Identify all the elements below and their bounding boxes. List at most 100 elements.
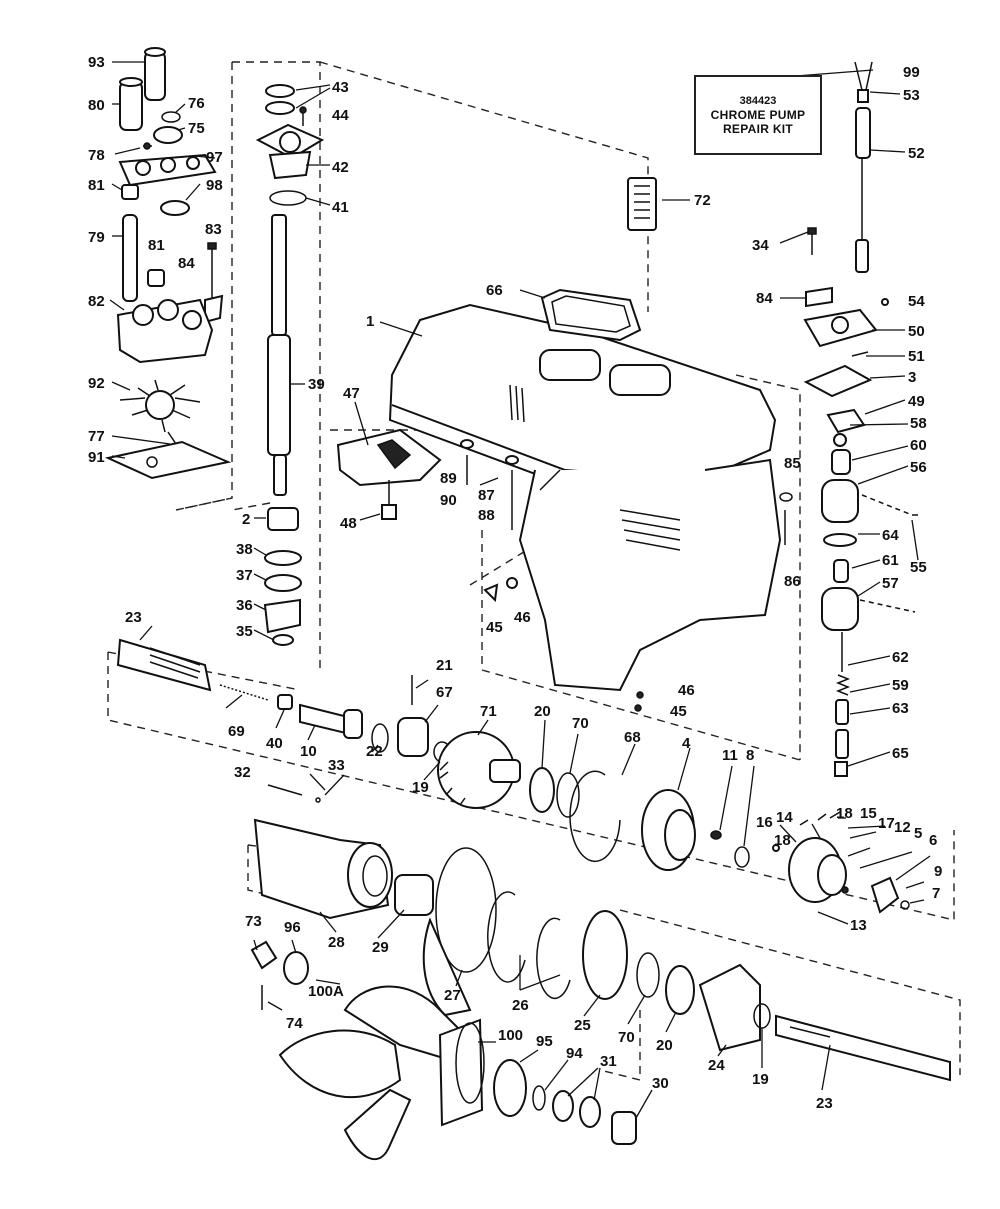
part-label-10: 10 [300,743,317,760]
part-label-22: 22 [366,743,383,760]
part-label-23a: 23 [125,609,142,626]
part-label-19b: 19 [752,1071,769,1088]
part-label-89: 89 [440,470,457,487]
part-label-66: 66 [486,282,503,299]
part-label-75: 75 [188,120,205,137]
part-label-81b: 81 [148,237,165,254]
part-label-71: 71 [480,703,497,720]
part-label-86: 86 [784,573,801,590]
part-label-85: 85 [784,455,801,472]
propshaft-gear-parts [116,638,951,1161]
part-label-46a: 46 [514,609,531,626]
part-label-60: 60 [910,437,927,454]
part-label-70b: 70 [618,1029,635,1046]
part-label-94: 94 [566,1045,583,1062]
part-label-57: 57 [882,575,899,592]
part-label-2: 2 [242,511,250,528]
part-label-87: 87 [478,487,495,504]
part-label-47: 47 [343,385,360,402]
part-label-68: 68 [624,729,641,746]
part-label-95: 95 [536,1033,553,1050]
kit-part-number: 384423 [739,95,777,107]
part-label-96: 96 [284,919,301,936]
part-label-28: 28 [328,934,345,951]
part-label-25: 25 [574,1017,591,1034]
part-label-90: 90 [440,492,457,509]
part-label-9: 9 [934,863,942,880]
part-label-56: 56 [910,459,927,476]
part-label-30: 30 [652,1075,669,1092]
part-label-41: 41 [332,199,349,216]
part-label-46b: 46 [678,682,695,699]
part-label-79: 79 [88,229,105,246]
part-label-23b: 23 [816,1095,833,1112]
part-label-8: 8 [746,747,754,764]
part-label-36: 36 [236,597,253,614]
part-label-26: 26 [512,997,529,1014]
part-label-82: 82 [88,293,105,310]
part-label-65: 65 [892,745,909,762]
part-label-53: 53 [903,87,920,104]
part-label-69: 69 [228,723,245,740]
part-label-3: 3 [908,369,916,386]
repair-kit-box: 384423 CHROME PUMP REPAIR KIT [694,75,822,155]
part-label-42: 42 [332,159,349,176]
part-label-92: 92 [88,375,105,392]
part-label-20b: 20 [656,1037,673,1054]
part-label-45b: 45 [670,703,687,720]
part-label-44: 44 [332,107,349,124]
part-label-59: 59 [892,677,909,694]
kit-title-line-2: REPAIR KIT [722,122,794,136]
part-label-38: 38 [236,541,253,558]
part-label-91: 91 [88,449,105,466]
part-label-97: 97 [206,149,223,166]
part-label-20a: 20 [534,703,551,720]
part-label-39: 39 [308,376,325,393]
part-label-93: 93 [88,54,105,71]
part-label-88: 88 [478,507,495,524]
part-label-21: 21 [436,657,453,674]
part-label-17: 17 [878,815,895,832]
part-label-84b: 84 [756,290,773,307]
part-label-78: 78 [88,147,105,164]
part-label-100: 100 [498,1027,523,1044]
part-label-61: 61 [882,552,899,569]
part-label-81a: 81 [88,177,105,194]
part-label-51: 51 [908,348,925,365]
part-label-32: 32 [234,764,251,781]
part-label-40: 40 [266,735,283,752]
part-label-24: 24 [708,1057,725,1074]
part-label-67: 67 [436,684,453,701]
leader-lines [109,61,931,1119]
part-label-33: 33 [328,757,345,774]
driveshaft-parts [255,84,325,646]
part-label-83: 83 [205,221,222,238]
part-label-52: 52 [908,145,925,162]
part-label-18b: 18 [836,805,853,822]
part-label-18a: 18 [774,832,791,849]
shift-linkage-parts [803,61,918,777]
part-label-6: 6 [929,832,937,849]
part-label-64: 64 [882,527,899,544]
part-label-16: 16 [756,814,773,831]
part-label-27: 27 [444,987,461,1004]
part-label-4: 4 [682,735,691,752]
part-label-45a: 45 [486,619,503,636]
part-label-84a: 84 [178,255,195,272]
water-pump-parts [104,47,232,480]
part-label-70a: 70 [572,715,589,732]
part-label-37: 37 [236,567,253,584]
part-label-43: 43 [332,79,349,96]
part-label-19a: 19 [412,779,429,796]
part-label-5: 5 [914,825,922,842]
part-label-14: 14 [776,809,793,826]
part-label-99: 99 [903,64,920,81]
kit-title-line-1: CHROME PUMP [710,108,806,122]
part-label-73: 73 [245,913,262,930]
part-label-58: 58 [910,415,927,432]
part-label-74: 74 [286,1015,303,1032]
part-label-63: 63 [892,700,909,717]
part-label-54: 54 [908,293,925,310]
